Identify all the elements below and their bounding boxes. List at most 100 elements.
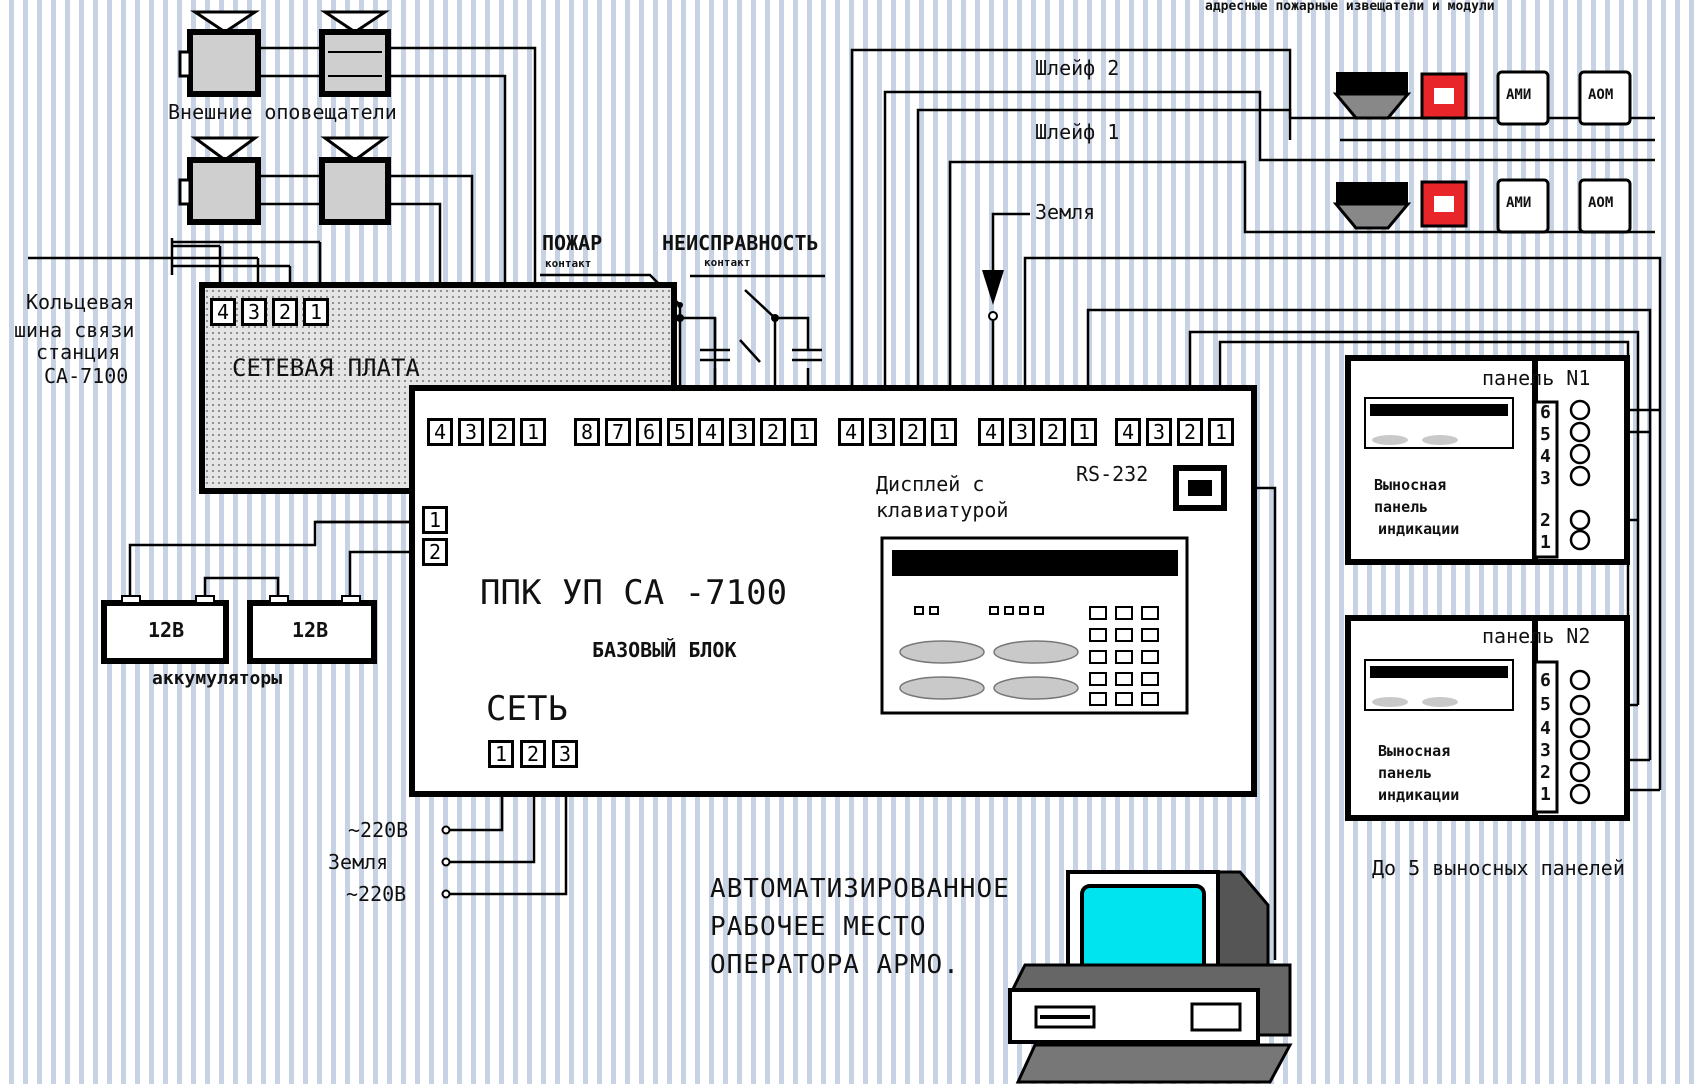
smoke-detector-icon [1332,72,1412,230]
fire-contact-sub: контакт [545,257,592,270]
terminal-number: 3 [1540,468,1551,489]
terminal: 3 [458,418,484,446]
terminal-number: 5 [1540,694,1551,715]
fault-contact-label: НЕИСПРАВНОСТЬ [662,231,819,255]
detectors [1332,70,1632,234]
workstation-line3: ОПЕРАТОРА АРМО. [710,950,960,980]
power-input-ground: Земля [328,850,389,874]
ring-bus-label-line2: шина связи [14,318,135,342]
terminal: 2 [1177,418,1203,446]
batteries-label: аккумуляторы [152,668,283,689]
base-unit-title: ППК УП СА -7100 [480,573,788,613]
power-input-n: ~220В [346,882,407,906]
terminal: 3 [1009,418,1035,446]
speaker-icon [319,136,391,225]
terminal: 2 [422,538,448,566]
terminal: 1 [1208,418,1234,446]
ring-bus-label-line3: станция [36,340,121,364]
terminal: 2 [1040,418,1066,446]
terminal-number: 4 [1540,446,1551,467]
terminal-number: 6 [1540,402,1551,423]
terminal: 3 [241,298,267,326]
terminal-number: 1 [1540,784,1551,805]
terminal: 5 [667,418,693,446]
panel-2-label-line2: панель [1378,764,1433,782]
terminal-number: 1 [1540,532,1551,553]
terminal-number: 2 [1540,762,1551,783]
terminal: 4 [838,418,864,446]
aom-label: АОМ [1588,195,1614,211]
terminal: 1 [303,298,329,326]
speaker-icon [319,10,391,97]
display-label-line2: клавиатурой [876,498,1009,522]
terminal: 4 [210,298,236,326]
remote-panel-2 [1345,615,1630,821]
mains-label: СЕТЬ [486,689,568,729]
power-input-l: ~220В [348,818,409,842]
terminal: 1 [1071,418,1097,446]
panels-note: До 5 выносных панелей [1372,856,1625,880]
panel-2-label-line3: индикации [1378,786,1460,804]
ground-icon [982,270,1004,321]
manual-call-point-icon [1420,72,1468,228]
external-speakers [178,10,391,225]
panel-1-label-line3: индикации [1378,520,1460,538]
screw-terminal-icons [1569,399,1591,805]
computer-icon [1008,870,1293,1084]
terminal: 2 [489,418,515,446]
ground-label: Земля [1035,200,1096,224]
module-icon [1496,70,1632,234]
terminal: 3 [552,740,578,768]
terminal-number: 6 [1540,670,1551,691]
panel-1-title: панель N1 [1482,366,1591,390]
ami-label: АМИ [1506,87,1532,103]
terminal: 3 [869,418,895,446]
terminal: 7 [605,418,631,446]
terminal: 3 [729,418,755,446]
terminal: 4 [1115,418,1141,446]
ring-bus-label-line4: СА-7100 [44,364,129,388]
fault-contact-sub: контакт [704,256,751,269]
display-label-line1: Дисплей с [876,472,985,496]
terminal: 1 [791,418,817,446]
speaker-icon [178,10,261,97]
junction-dots [676,302,779,322]
terminal-number: 3 [1540,740,1551,761]
fire-contact-label: ПОЖАР [542,231,603,255]
base-unit-subtitle: БАЗОВЫЙ БЛОК [592,638,737,662]
terminal-number: 4 [1540,718,1551,739]
terminal: 1 [422,506,448,534]
terminal: 4 [978,418,1004,446]
ami-label: АМИ [1506,195,1532,211]
rs232-label: RS-232 [1076,462,1149,486]
terminal: 2 [900,418,926,446]
panel-1-label-line2: панель [1374,498,1429,516]
terminal-number: 2 [1540,510,1551,531]
speaker-icon [178,136,261,225]
batteries [101,595,377,664]
panel-1-label-line1: Выносная [1374,476,1447,494]
battery-1-label: 12В [148,618,185,642]
terminal: 8 [574,418,600,446]
network-board-label: СЕТЕВАЯ ПЛАТА [232,354,420,382]
terminal: 1 [931,418,957,446]
panel-2-title: панель N2 [1482,624,1591,648]
terminal: 2 [760,418,786,446]
loop2-label: Шлейф 2 [1035,56,1120,80]
terminal: 4 [698,418,724,446]
panel-2-label-line1: Выносная [1378,742,1451,760]
ring-bus-label-line1: Кольцевая [26,290,135,314]
terminal: 3 [1146,418,1172,446]
terminal: 1 [520,418,546,446]
aom-label: АОМ [1588,87,1614,103]
workstation-line1: АВТОМАТИЗИРОВАННОЕ [710,874,1010,904]
display-keypad [880,536,1189,715]
speakers-label: Внешние оповещатели [168,100,397,124]
battery-2-label: 12В [292,618,329,642]
terminal: 2 [520,740,546,768]
detectors-header: адресные пожарные извещатели и модули [1205,0,1495,14]
terminal: 2 [272,298,298,326]
terminal: 1 [488,740,514,768]
terminal: 4 [427,418,453,446]
